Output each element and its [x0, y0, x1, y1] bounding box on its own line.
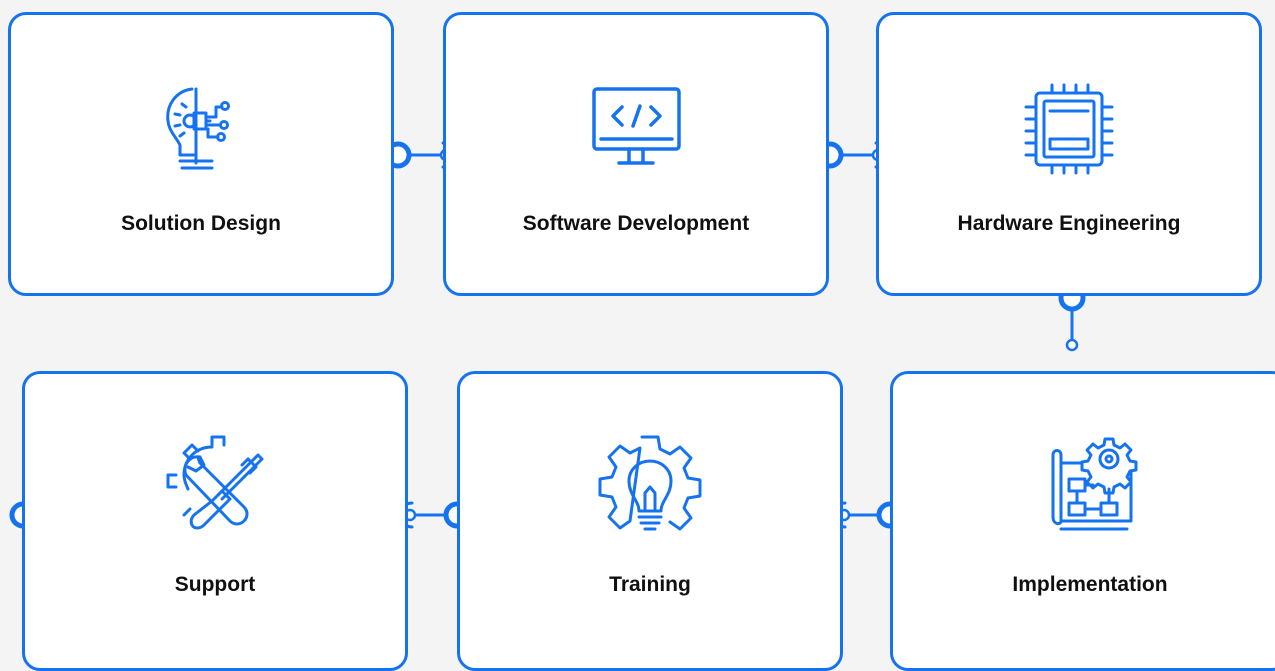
card-training[interactable]: Training: [457, 371, 843, 671]
card-label: Training: [609, 573, 691, 596]
monitor-code-icon: [581, 75, 691, 185]
wrench-screwdriver-gear-icon: [160, 429, 270, 539]
card-label: Support: [174, 573, 256, 596]
card-software-development[interactable]: Software Development: [443, 12, 829, 296]
card-solution-design[interactable]: Solution Design: [8, 12, 394, 296]
lightbulb-circuit-icon: [146, 75, 256, 185]
chip-icon: [1014, 75, 1124, 185]
card-implementation[interactable]: Implementation: [890, 371, 1275, 671]
blueprint-gear-icon: [1035, 429, 1145, 539]
card-label: Solution Design: [121, 212, 281, 235]
lightbulb-gear-icon: [595, 429, 705, 539]
card-support[interactable]: Support: [22, 371, 408, 671]
card-hardware-engineering[interactable]: Hardware Engineering: [876, 12, 1262, 296]
connector-3-6: [1058, 284, 1086, 352]
card-label: Software Development: [522, 212, 750, 235]
card-label: Hardware Engineering: [957, 212, 1181, 235]
card-label: Implementation: [1012, 573, 1168, 596]
